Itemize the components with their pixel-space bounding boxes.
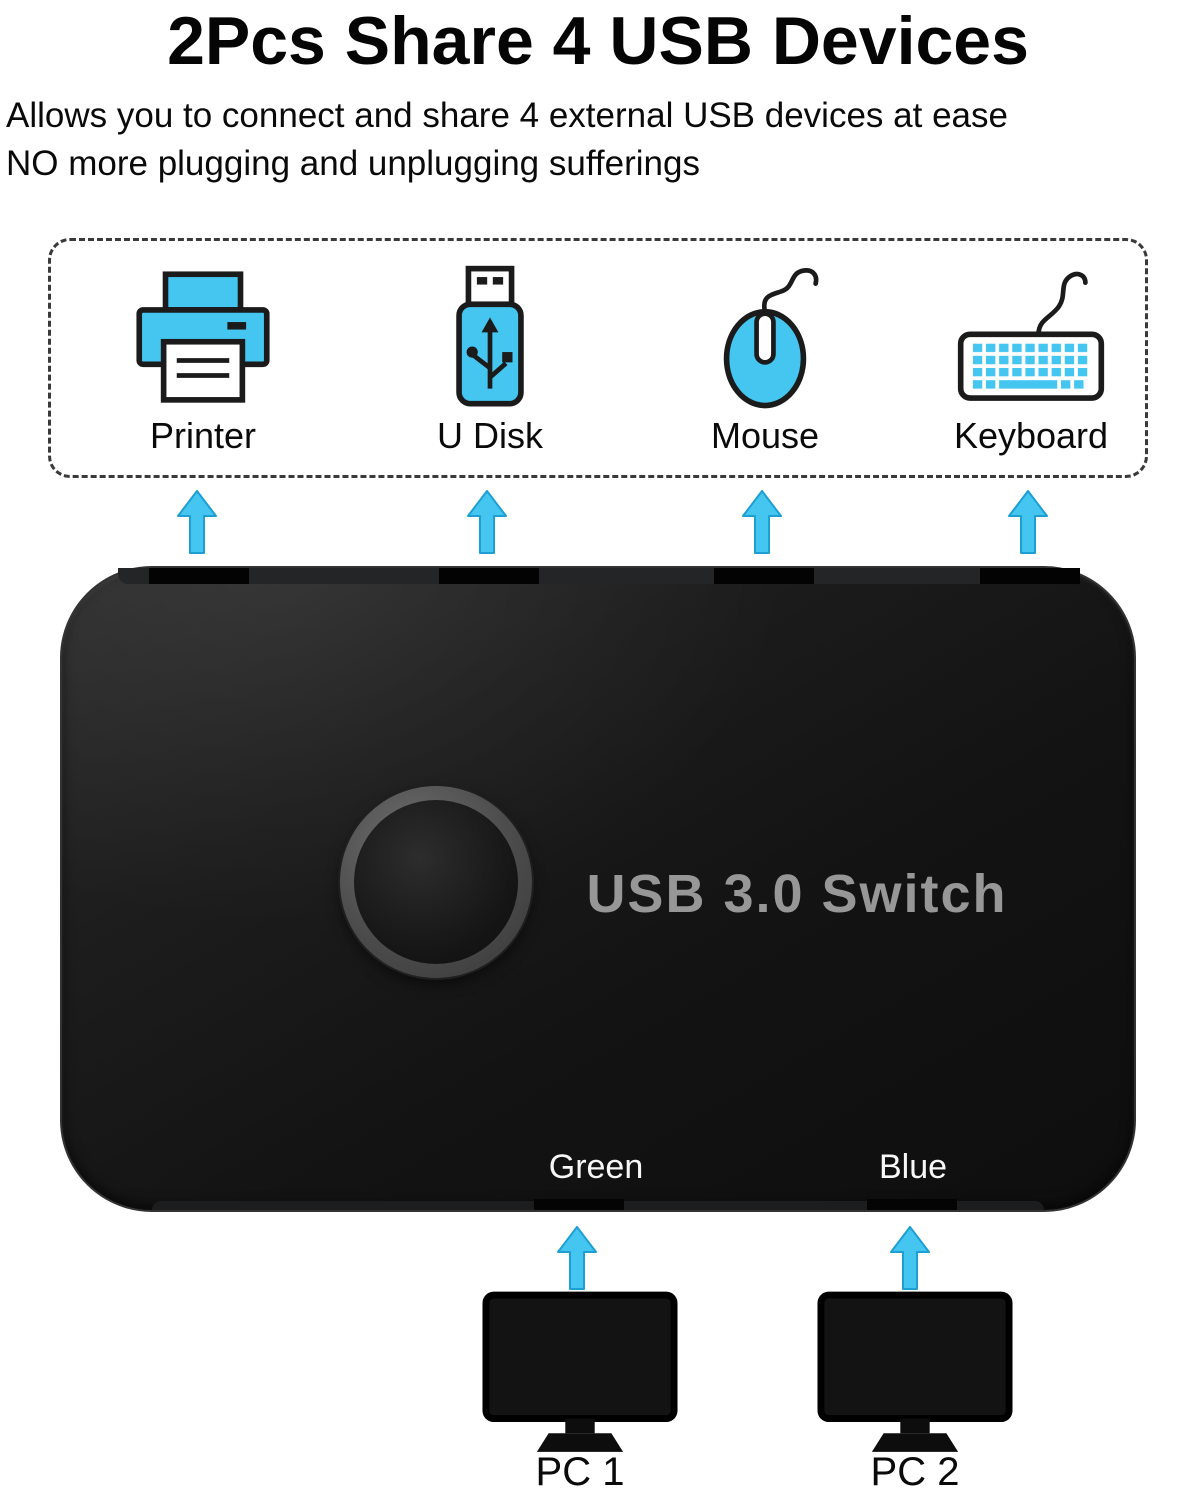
usb-port-slot — [714, 568, 814, 584]
usb-switch-device: USB 3.0 Switch Green Blue — [60, 566, 1136, 1212]
pc1-label: PC 1 — [535, 1450, 625, 1494]
usb-port-slot — [980, 568, 1080, 584]
subtitle-line-1: Allows you to connect and share 4 extern… — [6, 96, 1008, 135]
pc-port-slot — [867, 1199, 957, 1210]
device-item-keyboard: Keyboard — [921, 263, 1141, 457]
printer-icon — [136, 271, 270, 403]
pc-monitor-icon — [817, 1291, 1013, 1452]
keyboard-icon — [957, 271, 1105, 401]
device-item-mouse: Mouse — [655, 263, 875, 457]
usb-flash-drive-icon — [456, 265, 524, 407]
up-arrow-icon — [1008, 490, 1048, 554]
device-item-udisk: U Disk — [380, 263, 600, 457]
pc2-label: PC 2 — [870, 1450, 960, 1494]
device-item-printer: Printer — [93, 263, 313, 457]
mouse-icon — [723, 268, 819, 409]
up-arrow-icon — [557, 1226, 597, 1290]
switch-top-edge — [118, 568, 1078, 584]
up-arrow-icon — [742, 490, 782, 554]
up-arrow-icon — [890, 1226, 930, 1290]
switch-model-label: USB 3.0 Switch — [586, 864, 1008, 924]
switch-selector-button — [340, 786, 532, 978]
device-label-keyboard: Keyboard — [953, 415, 1109, 456]
page-title: 2Pcs Share 4 USB Devices — [167, 3, 1029, 79]
port-label-green: Green — [548, 1148, 644, 1186]
up-arrow-icon — [467, 490, 507, 554]
subtitle: Allows you to connect and share 4 extern… — [6, 92, 1194, 188]
usb-port-slot — [149, 568, 249, 584]
pc-monitor-icon — [482, 1291, 678, 1452]
usb-port-slot — [439, 568, 539, 584]
device-label-printer: Printer — [149, 415, 257, 456]
device-label-mouse: Mouse — [710, 415, 820, 456]
up-arrow-icon — [177, 490, 217, 554]
subtitle-line-2: NO more plugging and unplugging sufferin… — [6, 144, 700, 183]
port-label-blue: Blue — [878, 1148, 948, 1186]
device-label-udisk: U Disk — [437, 415, 543, 456]
pc-port-slot — [534, 1199, 624, 1210]
shared-devices-panel: Printer U Disk Mouse — [48, 238, 1148, 478]
